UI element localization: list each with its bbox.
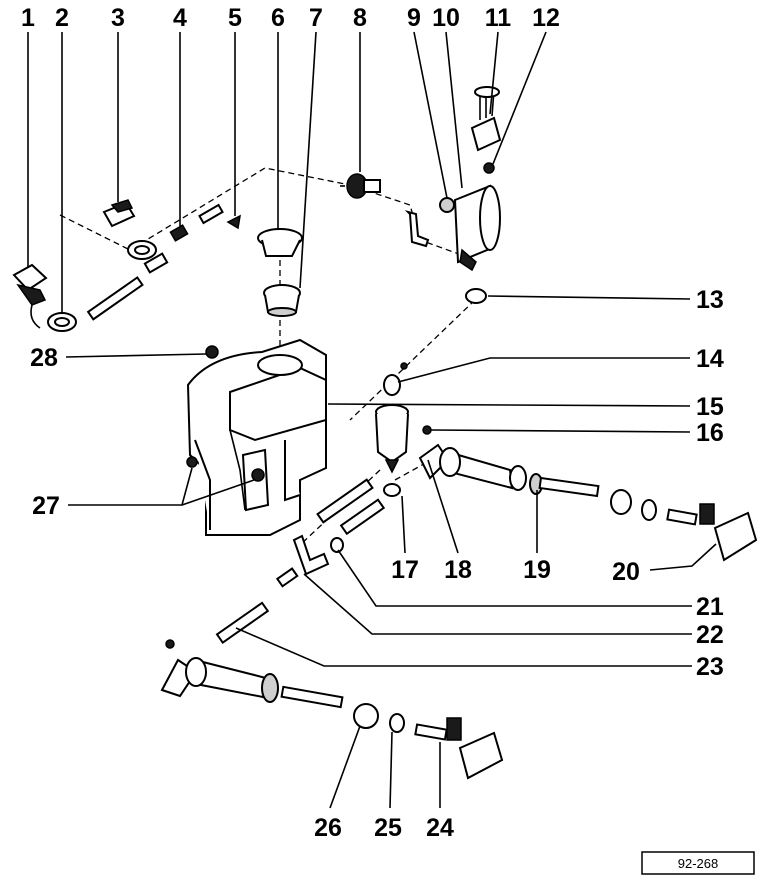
callout-8: 8	[353, 4, 367, 32]
callout-15: 15	[696, 393, 724, 421]
washer-fluid-reservoir	[186, 338, 327, 536]
nozzle-holder-left	[160, 639, 344, 709]
filler-cap-6	[257, 228, 303, 257]
callout-18: 18	[444, 556, 472, 584]
callout-1: 1	[21, 4, 35, 32]
grommet-17	[383, 483, 401, 497]
callout-26: 26	[314, 814, 342, 842]
grommet-8	[340, 173, 381, 199]
bushing-right	[610, 489, 657, 521]
callout-12: 12	[532, 4, 560, 32]
callout-24: 24	[426, 814, 454, 842]
callout-7: 7	[309, 4, 323, 32]
connector-1	[12, 263, 48, 329]
callout-17: 17	[391, 556, 419, 584]
callout-10: 10	[432, 4, 460, 32]
connector-4	[169, 224, 189, 242]
callout-6: 6	[271, 4, 285, 32]
jet-24	[414, 717, 462, 741]
reference-number: 92-268	[678, 856, 718, 871]
straight-hose-a	[86, 276, 144, 321]
callout-3: 3	[111, 4, 125, 32]
callout-2: 2	[55, 4, 69, 32]
bolt-28	[205, 345, 219, 359]
nut-9	[439, 197, 455, 213]
connector-22	[292, 534, 344, 576]
hose-clip-2	[47, 312, 77, 332]
strainer-7	[263, 284, 301, 317]
grommet-16	[422, 425, 432, 435]
cover-cap-20	[713, 511, 758, 562]
callout-21: 21	[696, 593, 724, 621]
callout-19: 19	[523, 556, 551, 584]
callout-20: 20	[612, 558, 640, 586]
cover-cap-left	[458, 731, 504, 780]
hose-23	[215, 567, 299, 644]
hose-clip-3b	[127, 240, 169, 274]
washer-pump-10	[453, 184, 501, 272]
hose-5	[198, 203, 241, 230]
pump-motor-15	[375, 404, 409, 474]
callout-16: 16	[696, 419, 724, 447]
connector-3	[102, 199, 136, 228]
callout-14: 14	[696, 345, 724, 373]
washer-25	[389, 713, 405, 733]
mounting-nut-27a	[186, 456, 198, 468]
leader-lines	[27, 31, 717, 809]
seal-12	[483, 162, 495, 174]
callout-11: 11	[485, 4, 512, 32]
grommet-13	[465, 288, 487, 304]
callout-4: 4	[173, 4, 187, 32]
mounting-nut-27b	[251, 468, 265, 482]
callout-28: 28	[30, 344, 58, 372]
callout-27: 27	[32, 492, 60, 520]
callout-5: 5	[228, 4, 242, 32]
clip-14	[383, 362, 408, 396]
callout-22: 22	[696, 621, 724, 649]
callout-23: 23	[696, 653, 724, 681]
callout-9: 9	[407, 4, 421, 32]
callout-25: 25	[374, 814, 402, 842]
elbow-hose	[404, 210, 430, 248]
callout-13: 13	[696, 286, 724, 314]
connector-plug-11	[470, 86, 502, 152]
callout-labels: 1 2 3 4 5 6 7 8 9 10 11 12 13 14 15 16 1…	[21, 4, 724, 842]
jet-right	[666, 503, 715, 526]
reference-box: 92-268	[641, 851, 755, 875]
hose-21	[316, 478, 386, 536]
bushing-26	[353, 703, 379, 729]
nozzle-holder-19	[418, 443, 600, 498]
